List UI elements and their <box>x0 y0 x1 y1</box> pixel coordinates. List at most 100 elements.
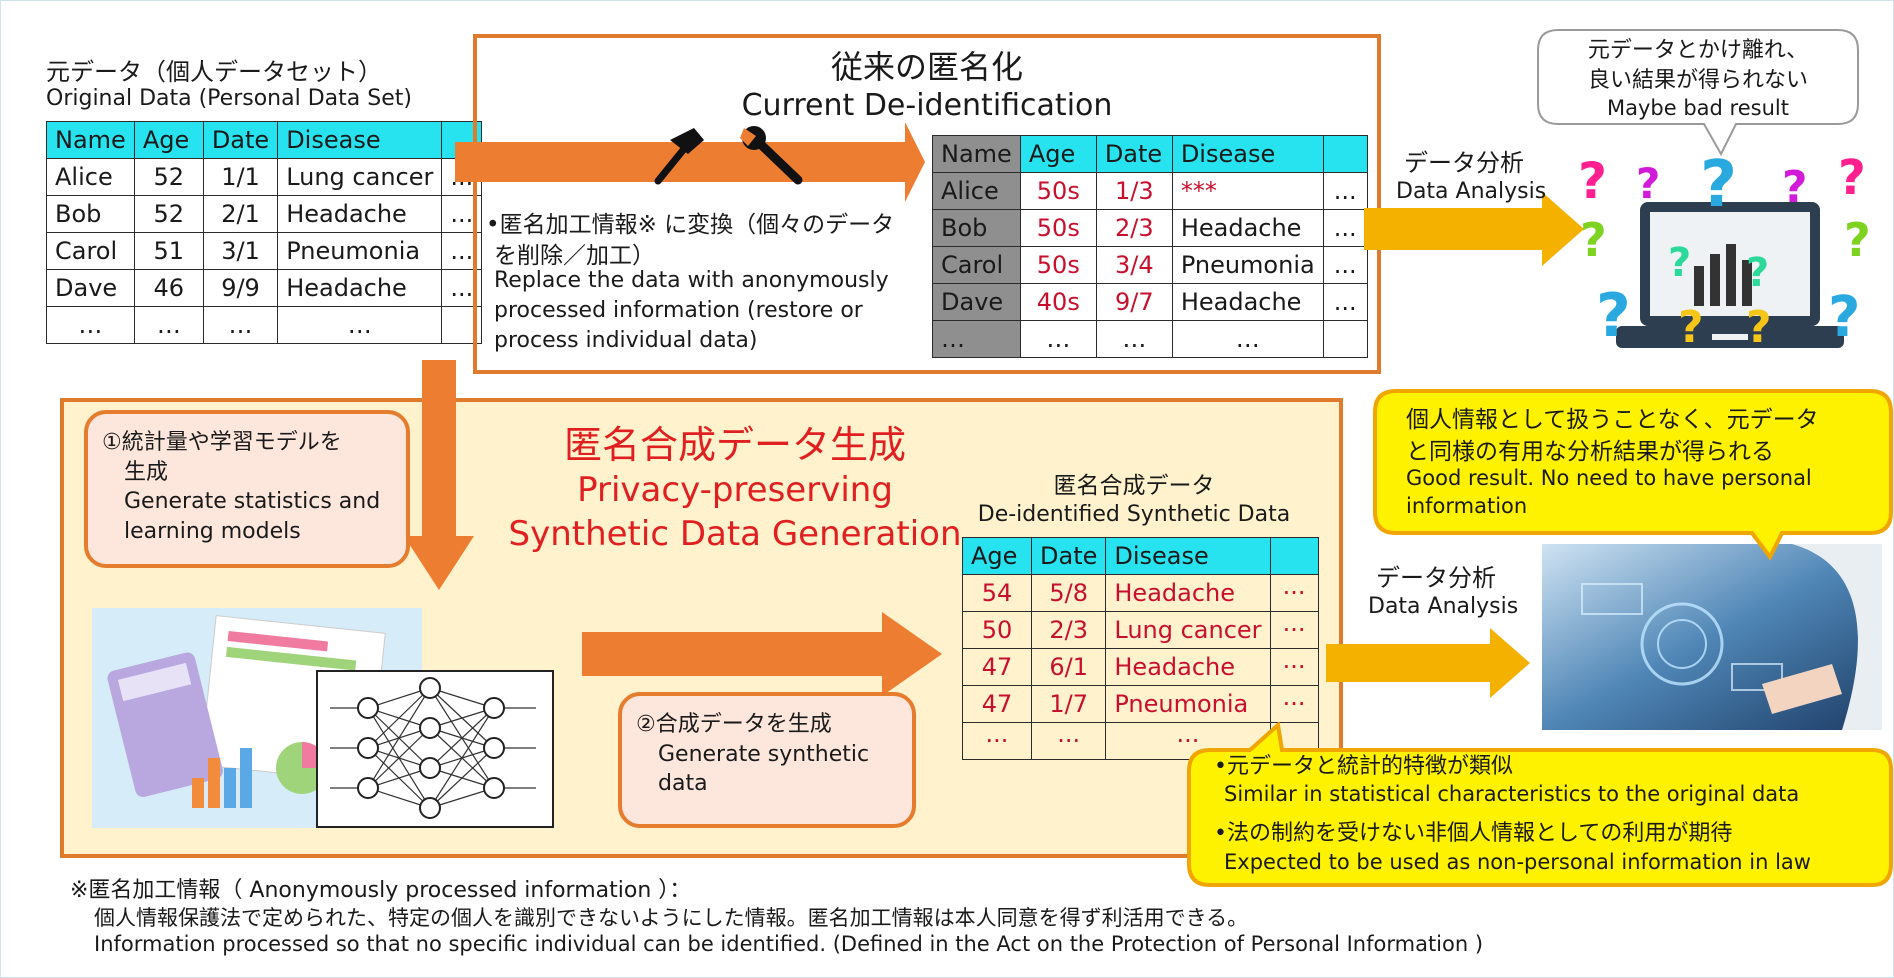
similar-b1-en: Similar in statistical characteristics t… <box>1224 782 1800 806</box>
synthetic-title-ja: 匿名合成データ生成 <box>563 423 906 467</box>
arrow-to-analysis-bottom <box>1326 628 1530 698</box>
svg-text:?: ? <box>1578 152 1607 210</box>
step1-en-1: Generate statistics and <box>124 489 381 515</box>
table-header-row: Name Age Date Disease <box>932 135 1368 173</box>
step1-ja-1: ①統計量や学習モデルを <box>102 430 342 455</box>
wrench-icon <box>740 126 803 185</box>
footnote-line1: ※匿名加工情報（ Anonymously processed informati… <box>70 878 692 903</box>
cell: Headache <box>277 195 443 233</box>
original-title-en: Original Data (Personal Data Set) <box>46 86 412 111</box>
step2-box: ②合成データを生成 Generate synthetic data <box>618 692 916 828</box>
cell: 52 <box>133 195 204 233</box>
good-bubble-ja-1: 個人情報として扱うことなく、元データ <box>1406 407 1819 433</box>
cell: Alice <box>46 158 135 196</box>
step2-en-2: data <box>658 771 708 797</box>
col-header: Age <box>1019 135 1097 173</box>
cell: 50 <box>962 611 1032 649</box>
cell: Headache <box>1105 648 1271 686</box>
good-bubble-en-2: information <box>1406 494 1528 518</box>
col-header: Disease <box>277 121 443 159</box>
cell: 6/1 <box>1030 648 1107 686</box>
good-bubble-ja-2: と同様の有用な分析結果が得られる <box>1406 439 1774 465</box>
cell: ... <box>1322 246 1368 284</box>
cell: 50s <box>1019 246 1097 284</box>
cell: 2/3 <box>1095 209 1173 247</box>
current-deid-box <box>473 34 1381 374</box>
cell: Bob <box>46 195 135 233</box>
cell: Alice <box>932 172 1021 210</box>
col-header: Date <box>1095 135 1173 173</box>
col-header: Age <box>133 121 204 159</box>
current-desc-en-2: processed information (restore or <box>494 298 863 323</box>
synthetic-table-title-ja: 匿名合成データ <box>1053 473 1215 499</box>
current-title-en: Current De-identification <box>741 88 1113 123</box>
cell: ··· <box>1030 722 1107 760</box>
footnote-line2: 個人情報保護法で定められた、特定の個人を識別できないようにした情報。匿名加工情報… <box>94 906 1249 930</box>
bad-bubble-line1: 元データとかけ離れ、 <box>1587 38 1809 63</box>
similar-characteristics-box <box>1187 722 1893 887</box>
svg-text:?: ? <box>1838 150 1866 206</box>
cell: 1/1 <box>202 158 279 196</box>
cell: 1/3 <box>1095 172 1173 210</box>
bad-result-bubble <box>1537 29 1859 157</box>
current-desc-en-1: Replace the data with anonymously <box>494 268 889 293</box>
cell: Dave <box>932 283 1021 321</box>
cell: 2/3 <box>1030 611 1107 649</box>
similar-b2-en: Expected to be used as non-personal info… <box>1224 850 1811 874</box>
step2-en-1: Generate synthetic <box>658 741 870 767</box>
original-title-ja: 元データ（個人データセット） <box>46 58 382 86</box>
col-header: Date <box>202 121 279 159</box>
cell: … <box>1171 320 1324 358</box>
arrow-to-current <box>455 122 925 202</box>
analysis-top-en: Data Analysis <box>1396 179 1547 204</box>
cell: … <box>1095 320 1173 358</box>
svg-text:?: ? <box>1596 281 1631 351</box>
cell: 40s <box>1019 283 1097 321</box>
cell: 51 <box>133 232 204 270</box>
cell: Bob <box>932 209 1021 247</box>
cell: 3/1 <box>202 232 279 270</box>
svg-text:?: ? <box>1844 213 1871 267</box>
cell: 46 <box>133 269 204 307</box>
svg-text:?: ? <box>1668 240 1691 286</box>
cell: 47 <box>962 685 1032 723</box>
bad-bubble-line2: 良い結果が得られない <box>1587 68 1808 93</box>
cell: Pneumonia <box>1171 246 1324 284</box>
cell: ... <box>1322 209 1368 247</box>
cell: Carol <box>932 246 1021 284</box>
cell: Dave <box>46 269 135 307</box>
bad-bubble-line3: Maybe bad result <box>1607 96 1789 120</box>
step1-ja-2: 生成 <box>124 459 169 485</box>
cell: ··· <box>1269 648 1319 686</box>
cell: Headache <box>1105 574 1271 612</box>
cell: … <box>1019 320 1097 358</box>
cell: 2/1 <box>202 195 279 233</box>
arrow-down-overlay <box>404 398 474 590</box>
cell: 9/7 <box>1095 283 1173 321</box>
synthetic-title-en-1: Privacy-preserving <box>577 470 893 510</box>
cell: Pneumonia <box>1105 685 1271 723</box>
step1-en-2: learning models <box>124 519 301 545</box>
svg-text:?: ? <box>1746 250 1769 296</box>
svg-text:?: ? <box>1746 302 1772 353</box>
hammer-icon <box>654 128 704 185</box>
synthetic-table-title-en: De-identified Synthetic Data <box>977 502 1291 527</box>
cell: … <box>277 306 443 344</box>
footnote-line3: Information processed so that no specifi… <box>94 932 1484 956</box>
col-header: Age <box>962 537 1032 575</box>
current-desc-en-3: process individual data) <box>494 328 758 353</box>
arrow-to-analysis-top <box>1364 192 1584 266</box>
cell: 47 <box>962 648 1032 686</box>
cell: Lung cancer <box>1105 611 1271 649</box>
col-header: Disease <box>1171 135 1324 173</box>
analysis-bottom-en: Data Analysis <box>1368 594 1519 619</box>
